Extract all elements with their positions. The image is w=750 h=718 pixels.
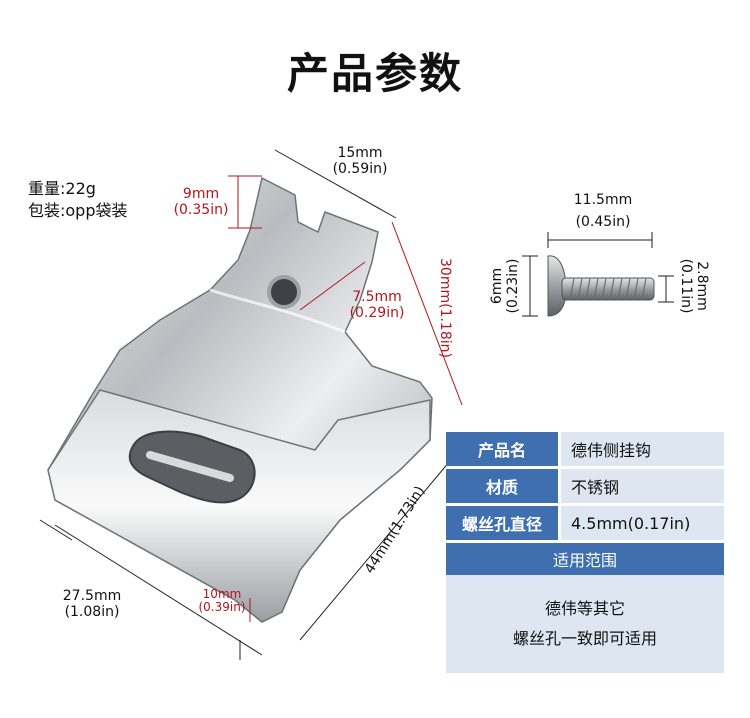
edge-in: (0.39in): [198, 600, 246, 614]
scope-line: 德伟等其它: [544, 599, 625, 618]
screw-length-in: (0.45in): [575, 214, 631, 230]
hole-label: 7.5mm (0.29in): [342, 289, 412, 321]
weight-text: 重量:22g: [28, 179, 96, 198]
row-value: 不锈钢: [561, 469, 724, 503]
screw-head-mm: 6mm: [489, 267, 505, 305]
table-row: 产品名 德伟侧挂钩: [446, 432, 724, 466]
screw-length-label: 11.5mm (0.45in): [563, 192, 643, 230]
row-key: 产品名: [446, 432, 558, 466]
hole-in: (0.29in): [349, 305, 405, 321]
screw-length-mm: 11.5mm: [573, 192, 633, 208]
screw-dimension-lines: [522, 232, 674, 317]
height-label: 30mm(1.18in): [437, 258, 453, 358]
parameter-table: 产品名 德伟侧挂钩 材质 不锈钢 螺丝孔直径 4.5mm(0.17in) 适用范…: [446, 432, 724, 673]
scope-body: 德伟等其它 螺丝孔一致即可适用: [446, 575, 724, 673]
screw-thread-in: (0.11in): [678, 258, 694, 314]
screw-thread-mm: 2.8mm: [694, 261, 710, 311]
top-width-in: (0.59in): [332, 161, 388, 177]
screw-head-label: 6mm (0.23in): [489, 246, 521, 326]
row-value: 4.5mm(0.17in): [561, 506, 724, 540]
hole-mm: 7.5mm: [352, 289, 402, 305]
bottom-width-mm: 27.5mm: [62, 588, 122, 604]
top-width-label: 15mm (0.59in): [325, 145, 395, 177]
notch-label: 9mm (0.35in): [166, 186, 236, 218]
dimension-lines: [39, 149, 456, 660]
screw-thread-label: 2.8mm (0.11in): [678, 246, 710, 326]
notch-in: (0.35in): [173, 202, 229, 218]
scope-header: 适用范围: [446, 543, 724, 575]
row-key: 螺丝孔直径: [446, 506, 558, 540]
screw-head-in: (0.23in): [505, 258, 521, 314]
screw-image: [547, 255, 655, 317]
page-title: 产品参数: [286, 49, 463, 98]
bottom-width-label: 27.5mm (1.08in): [52, 588, 132, 620]
package-text: 包装:opp袋装: [28, 201, 128, 220]
table-row: 螺丝孔直径 4.5mm(0.17in): [446, 506, 724, 540]
edge-label: 10mm (0.39in): [192, 588, 252, 614]
top-width-mm: 15mm: [337, 145, 383, 161]
hook-image: [47, 176, 433, 623]
bottom-width-in: (1.08in): [64, 604, 120, 620]
table-row: 材质 不锈钢: [446, 469, 724, 503]
row-value: 德伟侧挂钩: [561, 432, 724, 466]
spec-summary: 重量:22g 包装:opp袋装: [28, 178, 128, 222]
red-dimension-lines: [228, 175, 463, 622]
edge-mm: 10mm: [202, 587, 242, 601]
row-key: 材质: [446, 469, 558, 503]
notch-mm: 9mm: [182, 186, 220, 202]
scope-line: 螺丝孔一致即可适用: [512, 629, 657, 648]
